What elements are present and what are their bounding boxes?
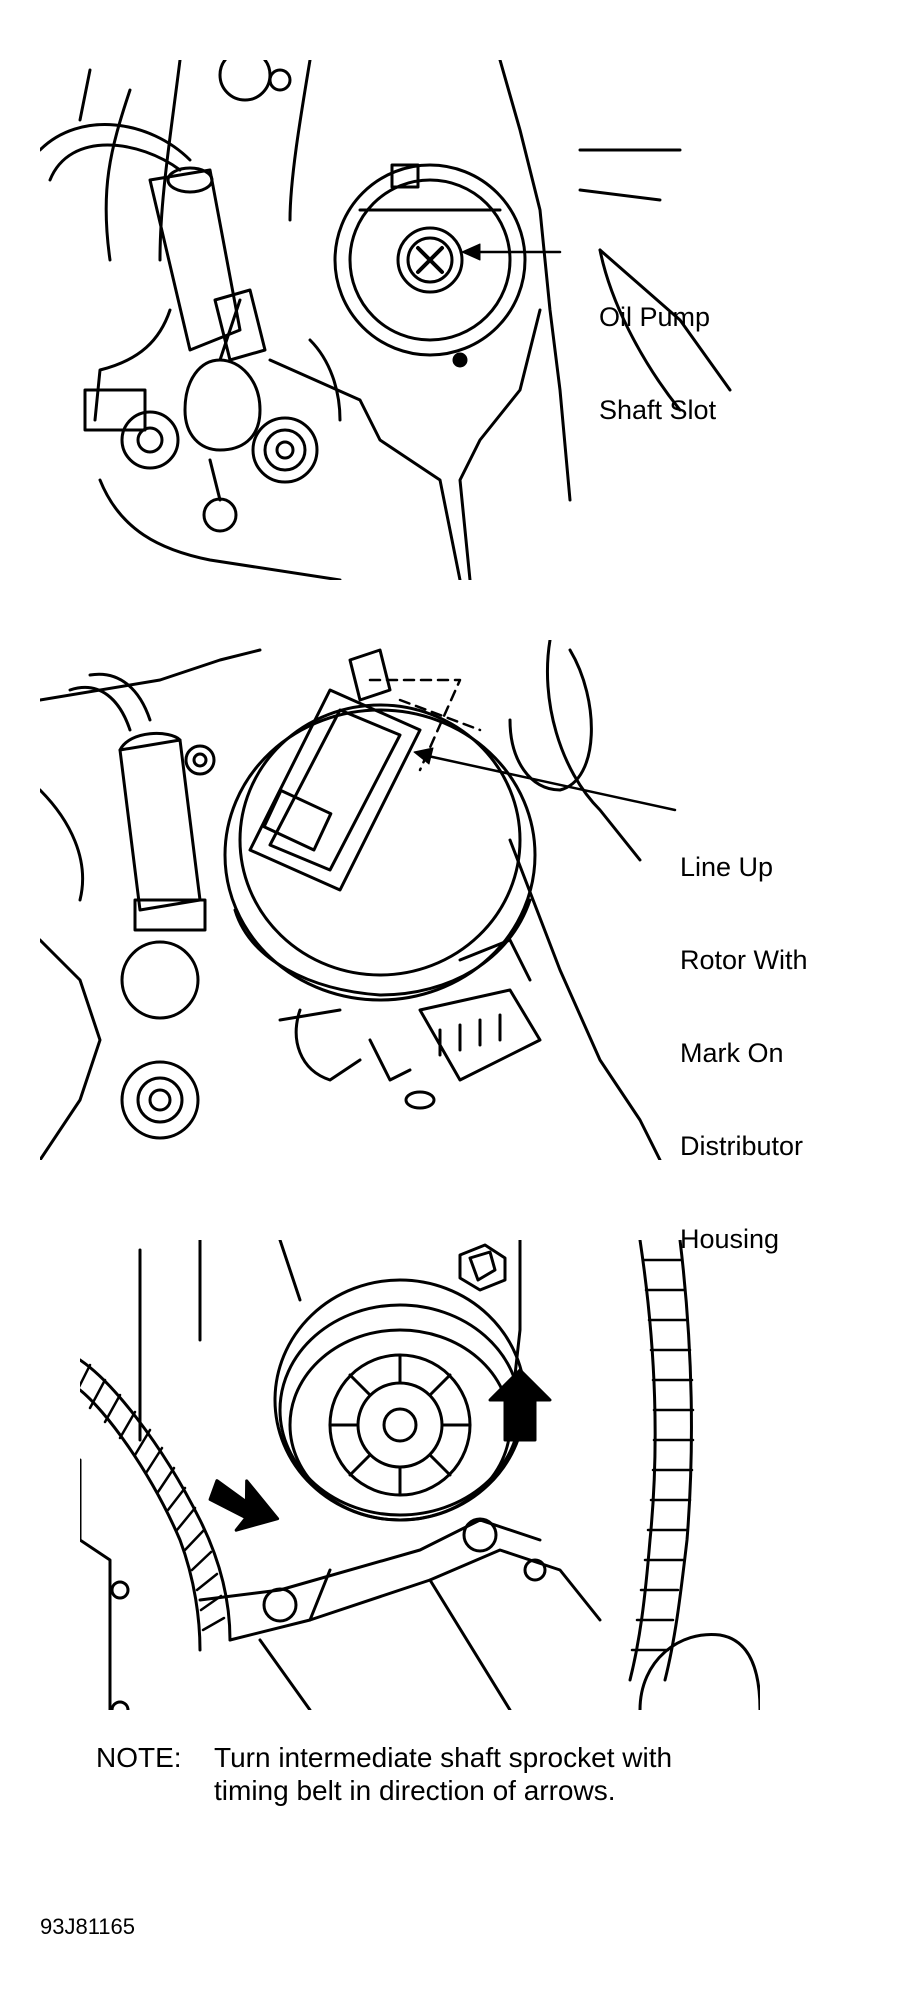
figure-id: 93J81165 bbox=[40, 1914, 136, 1939]
callout-line: Rotor With bbox=[680, 945, 808, 975]
note-line-2: timing belt in direction of arrows. bbox=[214, 1775, 616, 1806]
callout-line: Line Up bbox=[680, 852, 774, 882]
callout-line: Distributor bbox=[680, 1131, 804, 1161]
distributor-illustration bbox=[40, 640, 677, 1160]
timing-belt-illustration bbox=[80, 1240, 760, 1710]
note-label: NOTE: bbox=[96, 1742, 182, 1773]
panel-timing-belt bbox=[80, 1240, 760, 1710]
direction-arrow-icon bbox=[488, 1368, 552, 1442]
callout-line-up-rotor: Line Up Rotor With Mark On Distributor H… bbox=[680, 790, 808, 1286]
panel-distributor bbox=[40, 640, 760, 1160]
callout-oil-pump-shaft-slot: Oil Pump Shaft Slot bbox=[599, 240, 716, 457]
callout-line: Mark On bbox=[680, 1038, 784, 1068]
callout-line: Oil Pump bbox=[599, 302, 711, 332]
panel-oil-pump bbox=[40, 60, 760, 580]
callout-line: Housing bbox=[680, 1224, 780, 1254]
direction-arrow-icon bbox=[208, 1479, 280, 1532]
callout-line: Shaft Slot bbox=[599, 395, 717, 425]
note-line-1: Turn intermediate shaft sprocket with bbox=[214, 1742, 673, 1773]
oil-pump-illustration bbox=[40, 60, 732, 580]
